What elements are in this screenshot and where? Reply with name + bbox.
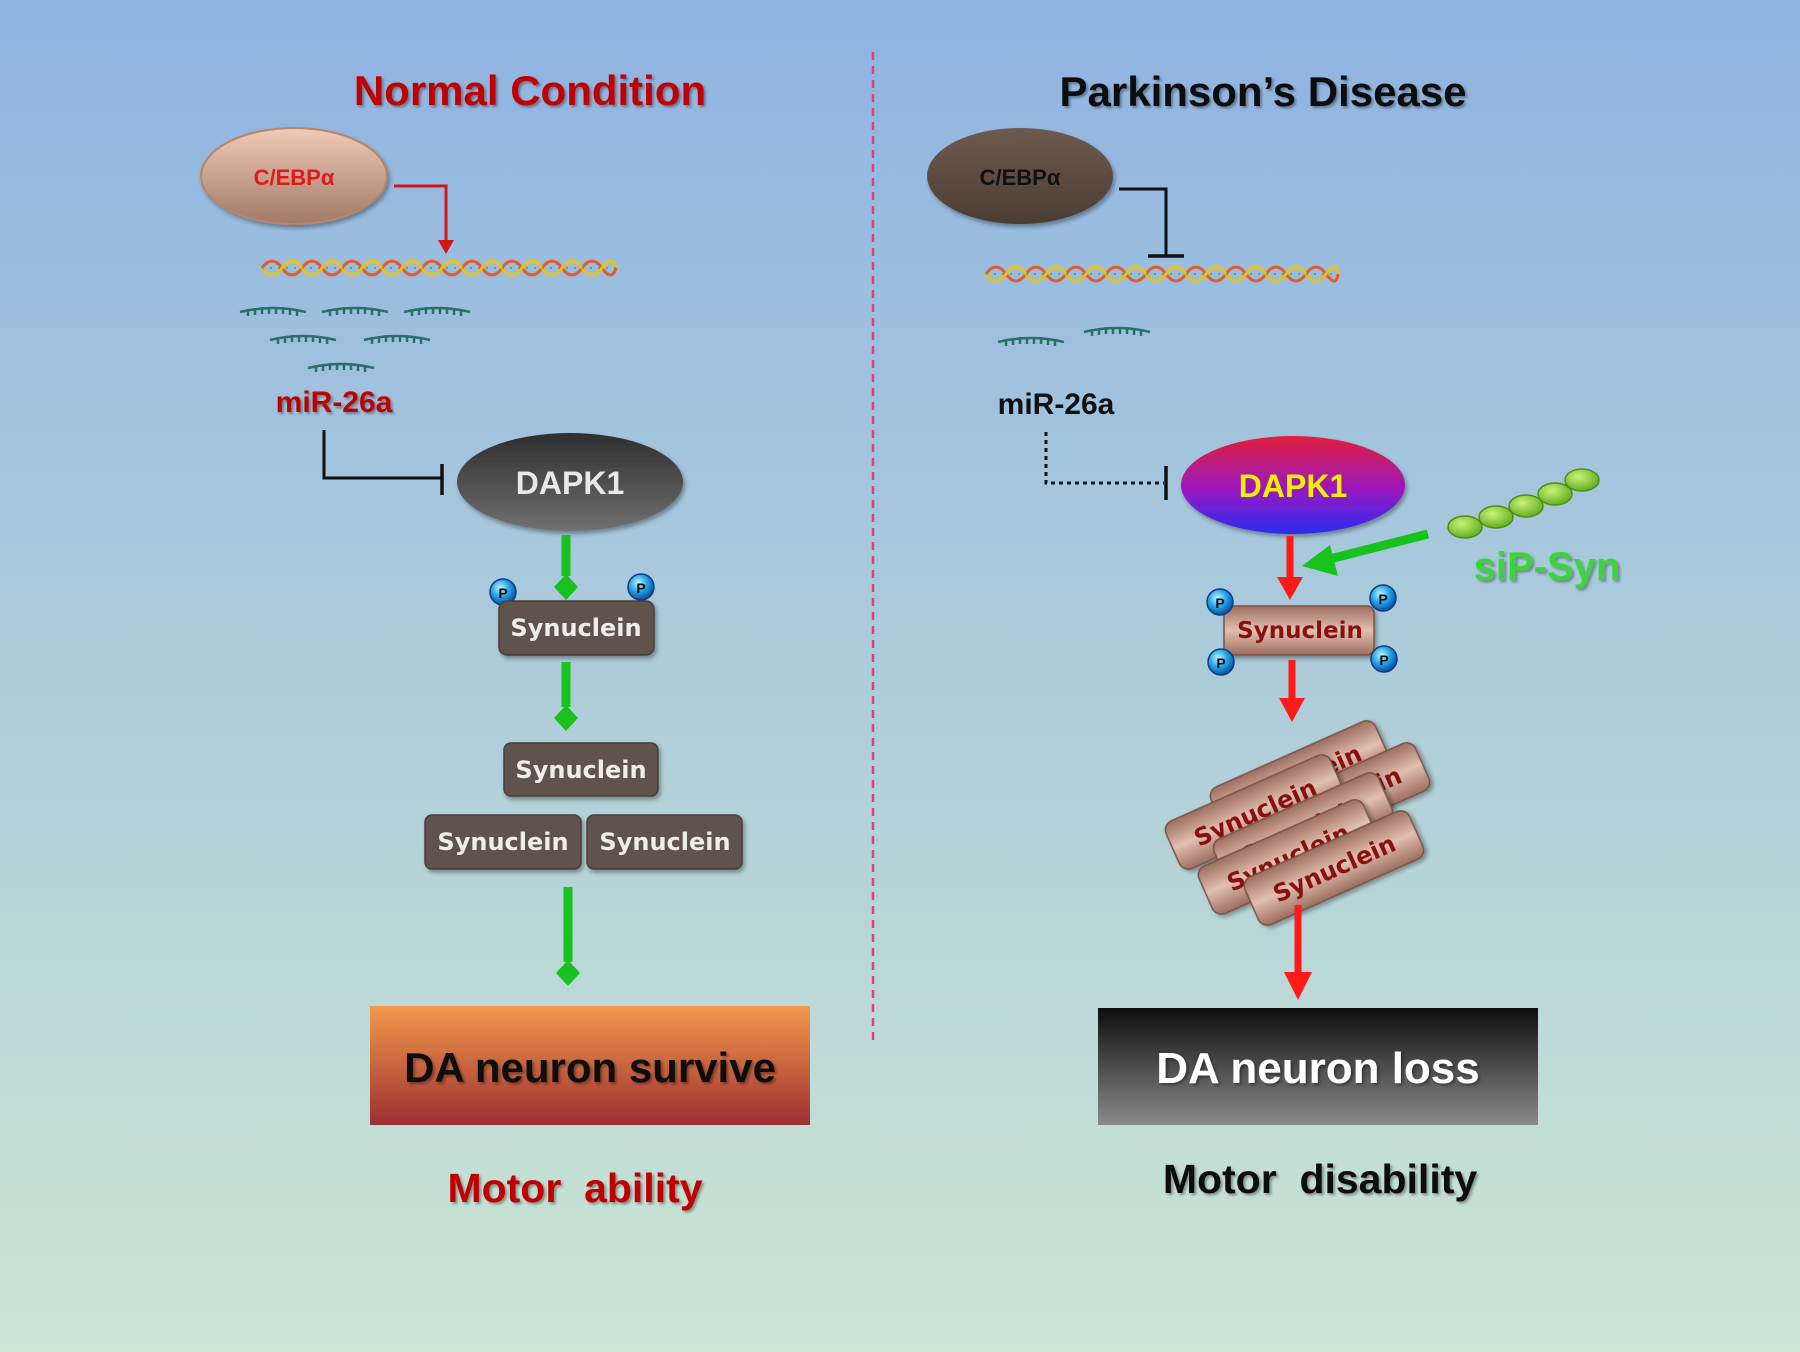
mir26a-normal-label: miR-26a (276, 386, 393, 419)
dapk1-normal (457, 433, 683, 531)
dna-helix-normal (260, 259, 618, 277)
synuclein-pd-monomer (1223, 605, 1375, 656)
outcome-loss-box (1098, 1008, 1538, 1125)
svg-text:P: P (636, 580, 645, 596)
cebpa-inhibition-pd (1119, 187, 1168, 256)
mir26a-inhibition-pd (1044, 432, 1164, 485)
dna-helix-pd (984, 265, 1340, 283)
synuclein-aggregate: Synuclein Synuclein Synuclein Synuclein … (1164, 720, 1431, 926)
cebpa-normal-label: C/EBPα (254, 165, 335, 190)
red-arrowhead-2 (1279, 698, 1305, 722)
pd-panel: Parkinson’s Disease C/EBPα miR-26a DAPK1 (927, 68, 1620, 1202)
red-arrowhead-1 (1277, 577, 1303, 600)
dapk1-normal-label: DAPK1 (516, 465, 624, 501)
synuclein-normal-right (586, 814, 743, 870)
synuclein-normal-left-label: Synuclein (437, 828, 568, 856)
normal-title: Normal Condition (354, 67, 706, 114)
sip-syn-arrowhead (1302, 545, 1338, 576)
green-arrowhead-3 (556, 960, 580, 986)
synuclein-normal-top-label: Synuclein (515, 756, 646, 784)
normal-panel: Normal Condition C/EBPα miR-26a DAPK1 (200, 67, 810, 1211)
phospho-pd-top-left: P (1206, 588, 1234, 616)
pd-title: Parkinson’s Disease (1060, 68, 1467, 115)
sip-syn-peptide (1447, 468, 1600, 539)
svg-text:P: P (1378, 591, 1387, 607)
svg-text:P: P (1216, 655, 1225, 671)
svg-text:P: P (1379, 652, 1388, 668)
outcome-survive-box (370, 1006, 810, 1125)
synuclein-normal-monomer (498, 600, 655, 656)
phenotype-pd: Motor disability (1163, 1156, 1478, 1202)
synuclein-normal-right-label: Synuclein (599, 828, 730, 856)
svg-text:P: P (498, 585, 507, 601)
synuclein-normal-monomer-label: Synuclein (510, 614, 641, 642)
dapk1-pd-label: DAPK1 (1239, 468, 1347, 504)
synuclein-normal-left (424, 814, 582, 870)
outcome-survive-label: DA neuron survive (404, 1044, 776, 1091)
phospho-pd-bottom-right: P (1370, 645, 1398, 673)
svg-text:P: P (1215, 595, 1224, 611)
mirna-molecules-pd (997, 326, 1151, 346)
cebpa-activation-arrowhead (438, 240, 454, 254)
green-arrowhead-1 (554, 574, 578, 600)
synuclein-normal-top (503, 742, 659, 797)
outcome-loss-label: DA neuron loss (1156, 1044, 1480, 1093)
sip-syn-label: siP-Syn (1474, 545, 1621, 589)
phenotype-normal: Motor ability (447, 1165, 702, 1211)
red-arrowhead-3 (1284, 972, 1312, 1000)
green-arrowhead-2 (554, 705, 578, 731)
mirna-molecules-normal (239, 306, 471, 372)
cebpa-activation-arrow (394, 184, 448, 244)
synuclein-pd-monomer-label: Synuclein (1237, 618, 1363, 644)
phospho-pd-top-right: P (1369, 584, 1397, 612)
cebpa-normal (200, 127, 388, 225)
phospho-pd-bottom-left: P (1207, 648, 1235, 676)
dapk1-pd (1181, 436, 1405, 534)
cebpa-pd (927, 128, 1113, 224)
mir26a-inhibition-normal (322, 430, 442, 480)
sip-syn-arrow (1320, 529, 1430, 566)
phospho-normal-right: P (627, 573, 655, 601)
cebpa-pd-label: C/EBPα (980, 165, 1061, 190)
mir26a-pd-label: miR-26a (998, 388, 1115, 421)
